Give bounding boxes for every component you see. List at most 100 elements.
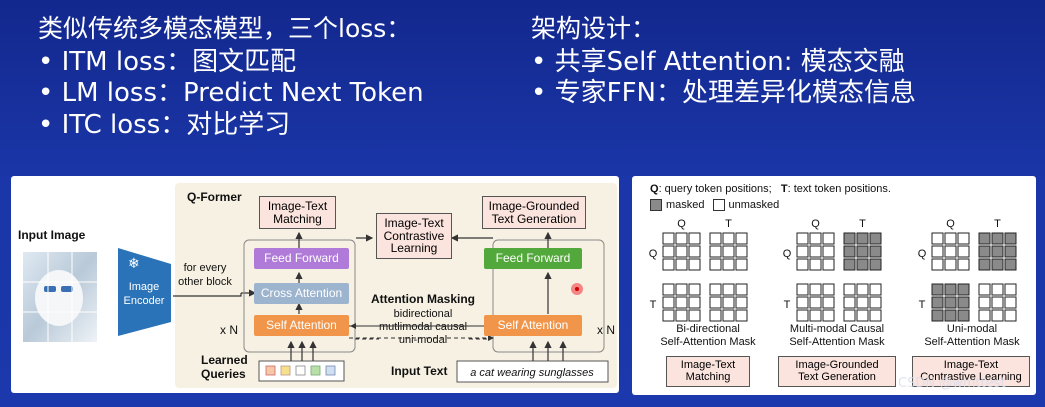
cat-image [23,252,97,342]
mask-cell [978,258,991,271]
mask-cell [809,283,822,296]
mask-cell [869,296,882,309]
left-heading: 类似传统多模态模型，三个loss： [38,14,412,43]
mask-cell [722,232,735,245]
query-token-4 [310,365,321,376]
grid-col-label-t: T [725,218,732,230]
mask-cell [688,283,701,296]
mask-cell [722,245,735,258]
input-image-label: Input Image [18,228,86,242]
mask-cell [809,245,822,258]
mask-cell [709,296,722,309]
mask-cell [931,258,944,271]
mask-cell [944,258,957,271]
mask-cell [957,309,970,322]
feed-forward-left: Feed Forward [254,248,349,269]
mask-cell [822,283,835,296]
grid-col-label-q: Q [946,218,955,230]
pointer-dot-center [575,287,579,291]
mask-cell [796,258,809,271]
left-bullet-1: • ITM loss：图文匹配 [38,47,297,77]
mask-cell [1004,296,1017,309]
grid-row-label-t: T [919,299,926,311]
mask-cell [931,296,944,309]
mask-cell [991,245,1004,258]
mask-cell [662,309,675,322]
left-bullet-3: • ITC loss：对比学习 [38,110,291,140]
mask-cell [1004,232,1017,245]
image-encoder-block [118,248,171,336]
mask-cell [978,296,991,309]
mask-cell [709,258,722,271]
right-bullet-2: • 专家FFN：处理差异化模态信息 [531,78,916,108]
mask-cell [957,258,970,271]
mask-cell [869,245,882,258]
query-token-2 [280,365,291,376]
mask-cell [662,245,675,258]
mask-type-bidirectional: bidirectional [394,308,453,320]
mask-cell [957,245,970,258]
mask-cell [869,283,882,296]
mask-cell [709,245,722,258]
mask-cell [957,283,970,296]
mask-cell [735,245,748,258]
mask-cell [944,296,957,309]
attention-masking-title: Attention Masking [371,292,475,306]
mask-cell [843,232,856,245]
mask-cell [978,232,991,245]
mask-cell [931,283,944,296]
grid-row-label-q: Q [918,248,927,260]
query-token-5 [325,365,336,376]
learned-queries-label-1: Learned [201,353,248,367]
image-encoder-label-1: Image [129,281,160,293]
mask-cell [796,309,809,322]
mask-cell [675,232,688,245]
mask-cell [1004,258,1017,271]
right-bullet-1: • 共享Self Attention: 模态交融 [531,47,905,77]
query-token-3 [295,365,306,376]
mask-cell [869,232,882,245]
mask-cell [931,232,944,245]
mask-cell [796,232,809,245]
left-bullet-2: • LM loss：Predict Next Token [38,78,424,108]
mask-cell [843,309,856,322]
mask-cell [735,296,748,309]
mask-cell [991,283,1004,296]
mask-cell [1004,309,1017,322]
grid-col-label-t: T [994,218,1001,230]
mask-grid-unimodal: Q T Q T [918,218,1017,322]
mask-cell [735,258,748,271]
qformer-diagram-svg: Input Image ❄ Image Encoder for every ot… [18,183,617,388]
mask-cell [688,232,701,245]
mask-cell [722,296,735,309]
grid-row-label-q: Q [783,248,792,260]
mask-cell [991,309,1004,322]
mask-cell [856,245,869,258]
mask-cell [944,232,957,245]
mask-cell [675,283,688,296]
unmasked-swatch [712,199,725,211]
watermark: CSDN @wmttest [898,376,1006,391]
mask-cell [856,283,869,296]
mask-cell [809,258,822,271]
mask-cell [843,283,856,296]
mask-cell [843,296,856,309]
mask-cell [822,309,835,322]
mask-cell [722,258,735,271]
mask-cell [957,296,970,309]
mask-cell [735,309,748,322]
mask-cell [957,232,970,245]
mask-cell [856,258,869,271]
mask-cell [735,232,748,245]
mask-cell [856,309,869,322]
mask-legend-line-2: masked unmasked [650,199,779,211]
attention-mask-panel: Q: query token positions; T: text token … [632,176,1036,395]
left-xn-label: x N [220,323,238,337]
mask-cell [796,283,809,296]
mask-cell [809,296,822,309]
mask-cell [709,283,722,296]
